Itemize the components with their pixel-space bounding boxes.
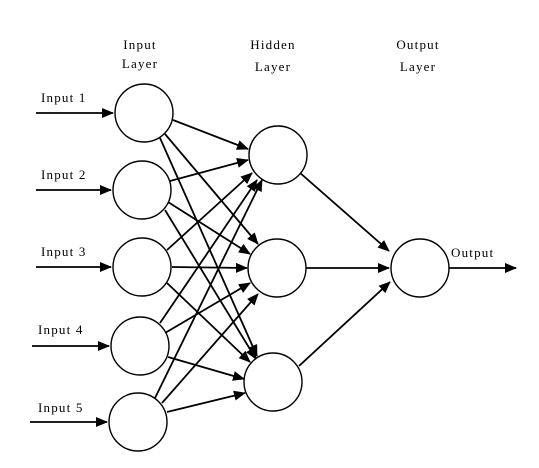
- input-label-1: Input 1: [41, 90, 87, 105]
- edge-i5-h2: [161, 293, 259, 404]
- edge-i5-h1: [154, 179, 263, 399]
- edge-h3-out: [298, 281, 391, 367]
- input-node-2: [112, 160, 172, 220]
- hidden-node-1: [248, 125, 308, 185]
- output-layer-title-line2: Layer: [400, 59, 436, 74]
- input-label-5: Input 5: [38, 400, 84, 415]
- edge-i4-h1: [159, 179, 258, 324]
- input-node-4: [110, 316, 170, 376]
- output-label: Output: [451, 245, 494, 260]
- edge-i3-h1: [166, 172, 253, 251]
- hidden-layer-title-line1: Hidden: [250, 37, 295, 52]
- input-label-4: Input 4: [38, 322, 84, 337]
- hidden-node-2: [247, 238, 307, 298]
- input-node-1: [114, 83, 174, 143]
- edge-i1-h3: [159, 137, 258, 357]
- edge-i2-h2: [167, 201, 251, 255]
- hidden-node-3: [243, 352, 303, 412]
- edge-i5-h3: [166, 390, 246, 413]
- edge-i4-h3: [167, 356, 245, 381]
- edge-i1-h1: [172, 119, 249, 150]
- input-node-5: [108, 392, 168, 452]
- edge-i2-h1: [169, 158, 249, 182]
- edge-i3-h2: [171, 262, 248, 273]
- output-layer-title-line1: Output: [396, 37, 439, 52]
- input-label-2: Input 2: [41, 167, 87, 182]
- input-node-3: [112, 237, 172, 297]
- edge-i1-h2: [164, 133, 259, 245]
- output-node: [390, 238, 450, 298]
- input-layer-title-line1: Input: [123, 37, 156, 52]
- hidden-layer-title-line2: Layer: [255, 59, 291, 74]
- input-label-3: Input 3: [41, 244, 87, 259]
- edge-i3-h3: [166, 282, 251, 363]
- edge-i4-h2: [164, 282, 251, 334]
- edge-h1-out: [298, 171, 390, 252]
- input-layer-title-line2: Layer: [122, 56, 158, 71]
